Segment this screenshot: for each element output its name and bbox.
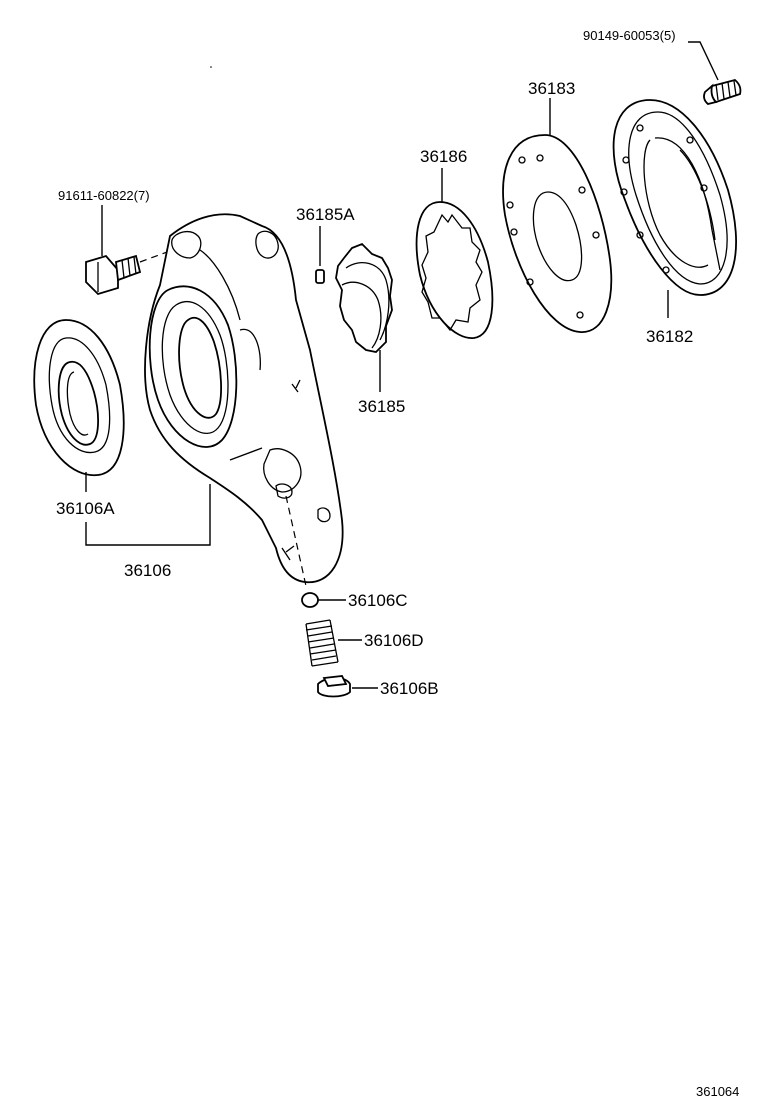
label-36106A: 36106A <box>56 499 115 518</box>
drive-gear-36185 <box>335 242 393 353</box>
o-ring-36106C <box>301 592 319 608</box>
bracket-36106 <box>85 484 211 546</box>
outer-rotor-36186 <box>415 201 494 339</box>
plug-36106B <box>317 675 351 698</box>
figure-number: 361064 <box>696 1084 739 1099</box>
label-36182: 36182 <box>646 327 693 346</box>
pump-cover-36182 <box>612 99 737 296</box>
label-36185A: 36185A <box>296 205 355 224</box>
label-90149-60053: 90149-60053(5) <box>583 28 676 43</box>
valve-axis-line <box>285 495 307 587</box>
plate-36183 <box>502 134 613 333</box>
screw-90149-60053 <box>703 79 742 105</box>
label-36106D: 36106D <box>364 631 424 650</box>
label-36106B: 36106B <box>380 679 439 698</box>
pin-36185A <box>315 269 325 284</box>
label-36106C: 36106C <box>348 591 408 610</box>
spring-36106D <box>305 619 339 667</box>
label-36106: 36106 <box>124 561 171 580</box>
label-91611-60822: 91611-60822(7) <box>58 188 150 203</box>
leader-90149 <box>688 41 719 81</box>
bolt-91611-60822 <box>85 254 142 296</box>
label-36183: 36183 <box>528 79 575 98</box>
label-36186: 36186 <box>420 147 467 166</box>
label-36185: 36185 <box>358 397 405 416</box>
pump-body-36106 <box>144 213 344 583</box>
bolt-axis-line <box>139 247 179 263</box>
oil-seal-36106A <box>33 319 125 476</box>
